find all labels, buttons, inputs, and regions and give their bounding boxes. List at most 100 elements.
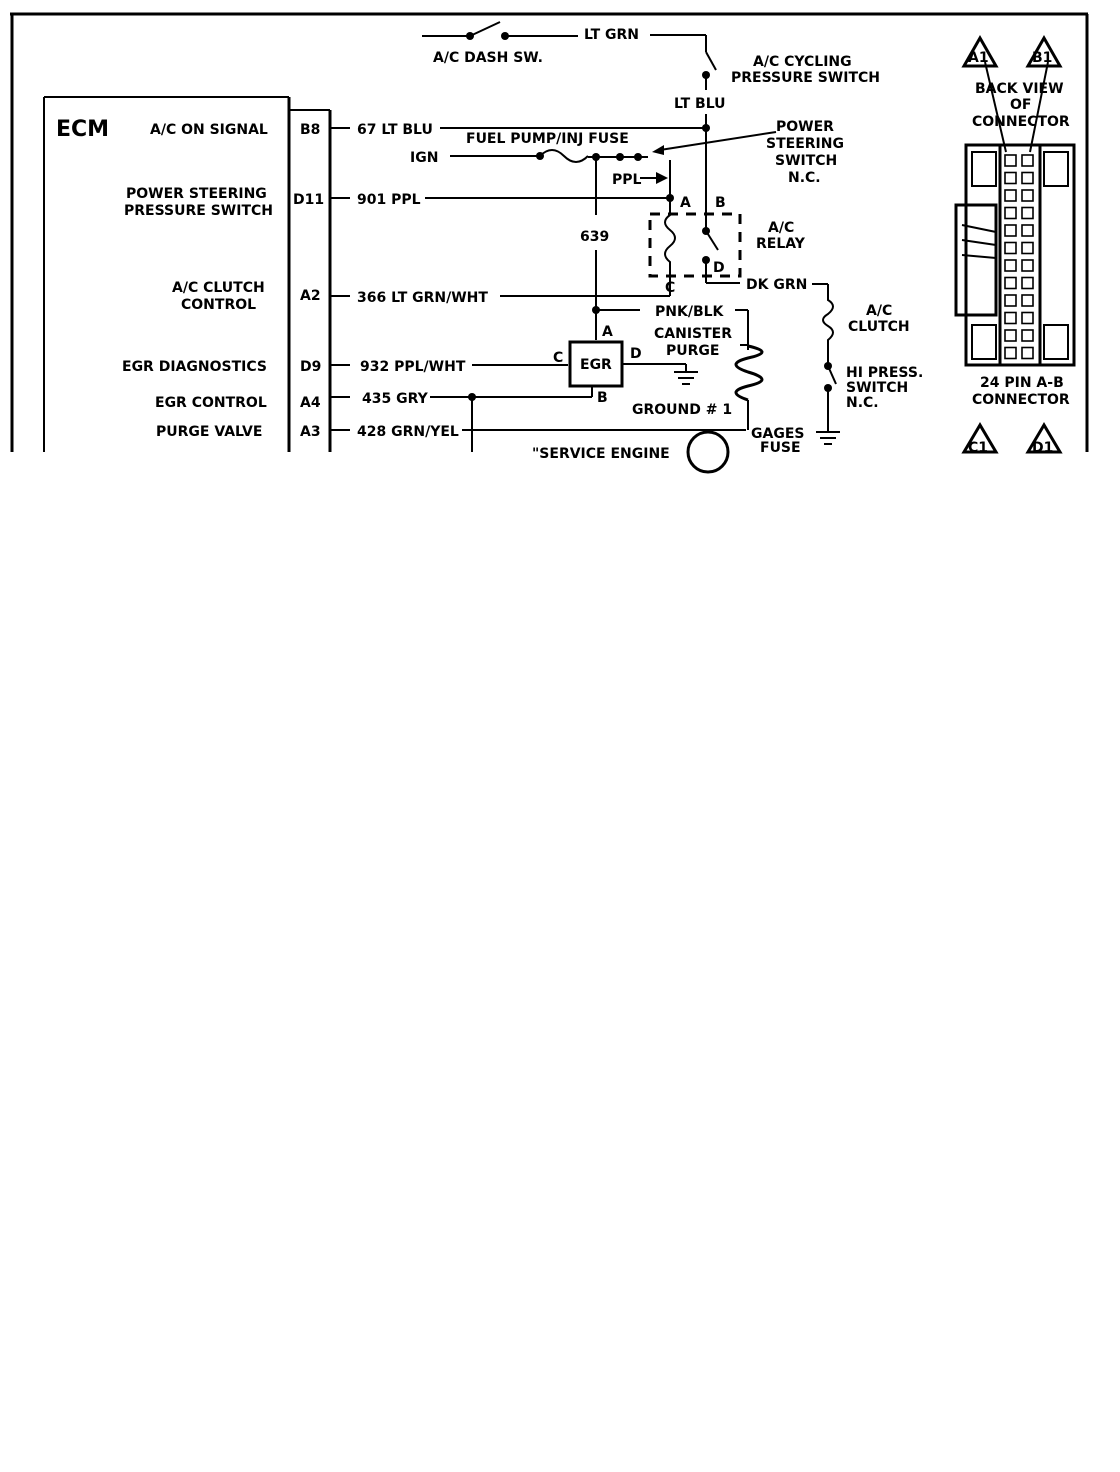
egr-box-label: EGR	[580, 357, 612, 373]
label-service-engine: "SERVICE ENGINE	[532, 446, 670, 462]
label-ac-relay-1: A/C	[768, 220, 794, 236]
label-ac-cycling-1: A/C CYCLING	[753, 54, 852, 70]
label-ac-clutch-1: A/C	[866, 303, 892, 319]
egr-pin-a: A	[602, 324, 613, 340]
label-fuel-pump-fuse: FUEL PUMP/INJ FUSE	[466, 131, 629, 147]
wire-366-lt-grn-wht: 366 LT GRN/WHT	[357, 290, 488, 306]
ecm-label-ac-on-signal: A/C ON SIGNAL	[150, 122, 268, 138]
connector-pin-cavity	[1021, 294, 1034, 307]
label-connector-1: 24 PIN A-B	[980, 375, 1064, 391]
label-ac-cycling-2: PRESSURE SWITCH	[731, 70, 880, 86]
ecm-pin-a2: A2	[300, 288, 321, 304]
label-ground-1: GROUND # 1	[632, 402, 732, 418]
label-canister-1: CANISTER	[654, 326, 732, 342]
wire-67-lt-blu: 67 LT BLU	[357, 122, 433, 138]
connector-pin-cavity	[1004, 171, 1017, 185]
diagram-frame	[10, 12, 1089, 452]
connector-pin-cavity	[1021, 276, 1034, 290]
ac-cycling-pressure-switch: A/C CYCLING PRESSURE SWITCH LT BLU	[674, 51, 880, 206]
wire-901-ppl: 901 PPL	[357, 192, 421, 208]
connector-pin-cavity	[1021, 241, 1034, 255]
ac-relay: A B D C A/C RELAY DK GRN	[648, 194, 828, 296]
wire-428-grn-yel: 428 GRN/YEL	[357, 424, 459, 440]
ecm-module: ECM A/C ON SIGNAL B8 POWER STEERING PRES…	[43, 96, 332, 452]
connector-pin-cavity	[1021, 154, 1034, 167]
ac-dash-switch: LT GRN A/C DASH SW.	[422, 21, 707, 66]
label-639: 639	[580, 229, 609, 245]
connector-pin-cavity	[1004, 206, 1017, 220]
ecm-label-purge-valve: PURGE VALVE	[156, 424, 262, 440]
label-ac-relay-2: RELAY	[756, 236, 806, 252]
ign-fuse-line: FUEL PUMP/INJ FUSE IGN 639 PPL POWER STE…	[410, 119, 844, 340]
label-pnk-blk: PNK/BLK	[655, 304, 725, 320]
connector-pin-cavity	[1021, 311, 1034, 325]
connector-pin-cavity	[1021, 206, 1034, 220]
connector-pin-cavity	[1021, 346, 1034, 360]
ecm-label-egr-control: EGR CONTROL	[155, 395, 267, 411]
label-back-view-2: OF	[1010, 97, 1031, 113]
label-connector-2: CONNECTOR	[972, 392, 1070, 408]
wire-932-ppl-wht: 932 PPL/WHT	[360, 359, 466, 375]
relay-pin-b: B	[715, 195, 726, 211]
label-ps-switch-1: POWER	[776, 119, 834, 135]
label-ac-dash-sw: A/C DASH SW.	[433, 50, 543, 66]
ecm-label-power-steering-1: POWER STEERING	[126, 186, 267, 202]
label-hi-press-1: HI PRESS.	[846, 365, 923, 381]
connector-pin-cavity	[1021, 171, 1034, 185]
relay-pin-a: A	[680, 195, 691, 211]
connector-pin-cavity	[1004, 311, 1017, 325]
ecm-pin-a4: A4	[300, 395, 321, 411]
label-lt-blu: LT BLU	[674, 96, 726, 112]
connector-pin-cavity	[1021, 329, 1034, 342]
label-ps-switch-4: N.C.	[788, 170, 821, 186]
connector-pin-cavity	[1004, 346, 1017, 360]
egr-pin-b: B	[597, 390, 608, 406]
egr-pin-d: D	[630, 346, 642, 362]
label-ac-clutch-2: CLUTCH	[848, 319, 910, 335]
connector-pin-cavity	[1021, 224, 1034, 237]
connector-pin-cavity	[1021, 259, 1034, 272]
relay-pin-c: C	[665, 280, 675, 296]
label-hi-press-3: N.C.	[846, 395, 879, 411]
ecm-pin-b8: B8	[300, 122, 320, 138]
label-ps-switch-2: STEERING	[766, 136, 844, 152]
label-hi-press-2: SWITCH	[846, 380, 908, 396]
ecm-label-ac-clutch-1: A/C CLUTCH	[172, 280, 265, 296]
label-back-view-1: BACK VIEW	[975, 81, 1064, 97]
relay-pin-d: D	[713, 260, 725, 276]
tri-a1: A1	[968, 50, 989, 66]
connector-pin-cavity	[1004, 189, 1017, 202]
tri-b1: B1	[1032, 50, 1052, 66]
wire-435-gry: 435 GRY	[362, 391, 429, 407]
ecm-label-egr-diagnostics: EGR DIAGNOSTICS	[122, 359, 267, 375]
connector-pin-cavity	[1004, 294, 1017, 307]
ecm-pin-d11: D11	[293, 192, 324, 208]
connector-pin-grid	[1004, 154, 1034, 360]
tri-d1: D1	[1032, 440, 1053, 456]
egr-pin-c: C	[553, 350, 563, 366]
connector-pin-cavity	[1021, 189, 1034, 202]
tri-c1: C1	[968, 440, 988, 456]
ecm-label-ac-clutch-2: CONTROL	[181, 297, 256, 313]
ecm-pin-d9: D9	[300, 359, 321, 375]
connector-pin-cavity	[1004, 241, 1017, 255]
label-gages-2: FUSE	[760, 440, 801, 456]
connector-pin-cavity	[1004, 224, 1017, 237]
label-lt-grn: LT GRN	[584, 27, 639, 43]
ecm-label-power-steering-2: PRESSURE SWITCH	[124, 203, 273, 219]
ac-clutch: A/C CLUTCH HI PRESS. SWITCH N.C.	[816, 284, 923, 445]
ecm-pin-a3: A3	[300, 424, 321, 440]
connector-back-view: A1 B1 BACK VIEW OF CONNECTOR 24 PIN A-B …	[954, 34, 1076, 456]
label-gages-1: GAGES	[751, 426, 804, 442]
label-dk-grn: DK GRN	[746, 277, 807, 293]
ecm-title: ECM	[56, 117, 109, 142]
label-ps-switch-3: SWITCH	[775, 153, 837, 169]
connector-pin-cavity	[1004, 329, 1017, 342]
connector-pin-cavity	[1004, 154, 1017, 167]
label-back-view-3: CONNECTOR	[972, 114, 1070, 130]
label-canister-2: PURGE	[666, 343, 719, 359]
connector-pin-cavity	[1004, 276, 1017, 290]
ecm-wires: 67 LT BLU 901 PPL 366 LT GRN/WHT 932 PPL…	[330, 122, 746, 452]
connector-pin-cavity	[1004, 259, 1017, 272]
